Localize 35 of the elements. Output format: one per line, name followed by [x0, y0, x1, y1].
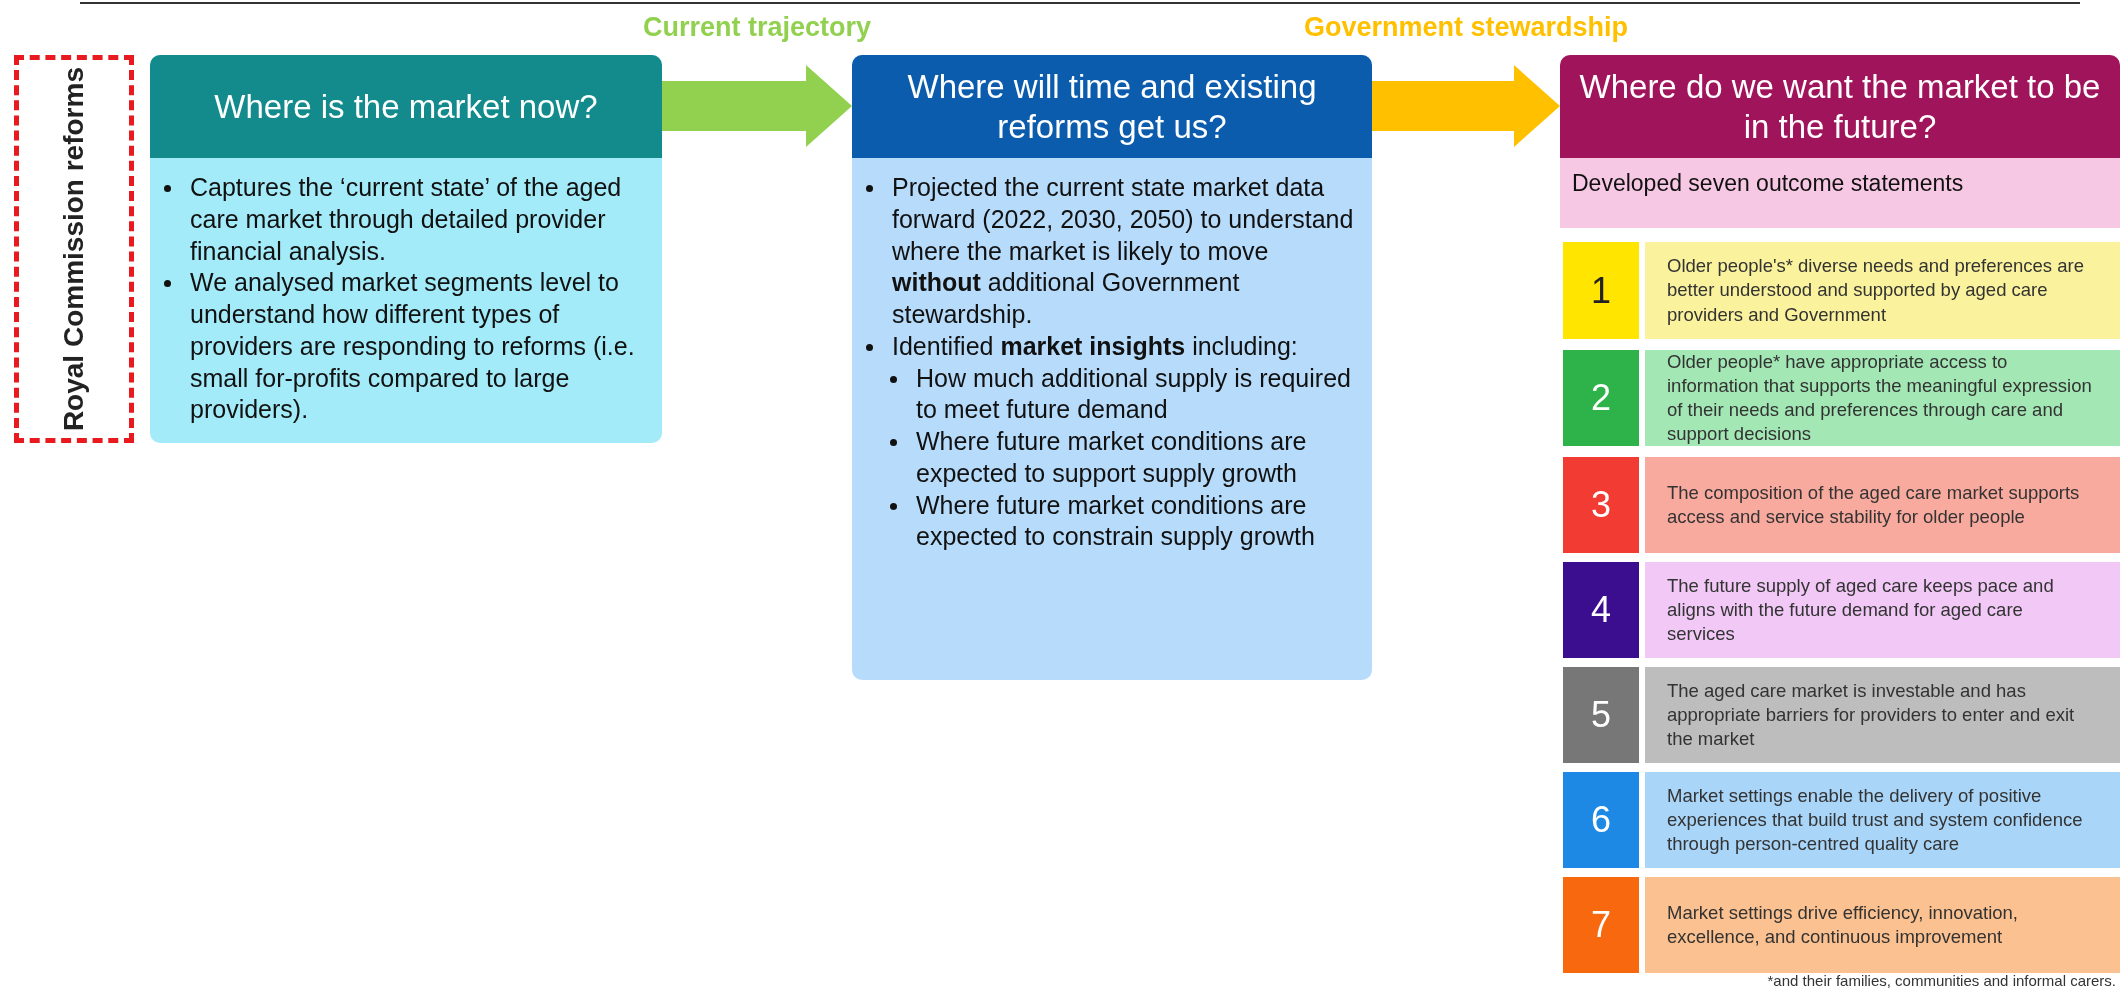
outcome-statement: Market settings drive efficiency, innovation, excellence, and continuous improvement [1645, 877, 2120, 973]
info-card [1560, 55, 2120, 230]
number-badge: 5 [1563, 667, 1639, 763]
side-label: Royal Commission reforms [57, 66, 90, 432]
bullet-text: Where future market conditions are expected to constrain supply growth [916, 490, 1315, 551]
bullet-text: How much additional supply is required to meet future demand [916, 363, 1351, 424]
bullet-text: We analysed market segments level to understand how different types of providers are responding to reforms (i.e. small for-profits compared to large providers). [190, 268, 635, 424]
bullet-text: Identified market insights including: [892, 331, 1298, 360]
bullet-text: Projected the current state market data forward (2022, 2030, 2050) to understand where the market is likely to move without additional Government stewardship. [892, 173, 1354, 328]
number-badge: 2 [1563, 350, 1639, 446]
outcome-statement: The future supply of aged care keeps pace and aligns with the future demand for aged care services [1645, 562, 2120, 658]
number-badge: 1 [1563, 242, 1639, 339]
outcome-statement: Market settings enable the delivery of positive experiences that build trust and system confidence through person-centred quality care [1645, 772, 2120, 868]
number-badge: 4 [1563, 562, 1639, 658]
outcome-statement: Older people's* diverse needs and preferences are better understood and supported by aged care providers and Government [1645, 242, 2120, 339]
info-card [852, 55, 1372, 680]
number-badge: 7 [1563, 877, 1639, 973]
outcome-statement: Older people* have appropriate access to information that supports the meaningful expression of their needs and preferences through care and support decisions [1645, 350, 2120, 446]
block-arrow [1372, 65, 1560, 147]
number-badge: 3 [1563, 457, 1639, 553]
edge-label: Current trajectory [642, 12, 872, 43]
card-heading: Where is the market now? [150, 55, 662, 158]
number-badge: 6 [1563, 772, 1639, 868]
bullet-text: Captures the ‘current state’ of the aged care market through detailed provider financial analysis. [190, 173, 622, 265]
edge-label: Government stewardship [1303, 12, 1629, 43]
footnote: *and their families, communities and informal carers. [1767, 972, 2116, 989]
card-heading: Where do we want the market to be in the future? [1560, 55, 2120, 158]
card-heading: Where will time and existing reforms get us? [852, 55, 1372, 158]
outcome-statement: The composition of the aged care market supports access and service stability for older people [1645, 457, 2120, 553]
info-card [150, 55, 662, 443]
outcome-statement: The aged care market is investable and has appropriate barriers for providers to enter and exit the market [1645, 667, 2120, 763]
block-arrow [662, 65, 852, 147]
subheading-text: Developed seven outcome statements [1560, 158, 2120, 228]
bullet-text: Where future market conditions are expected to support supply growth [916, 427, 1307, 487]
dashed-frame [14, 55, 134, 443]
